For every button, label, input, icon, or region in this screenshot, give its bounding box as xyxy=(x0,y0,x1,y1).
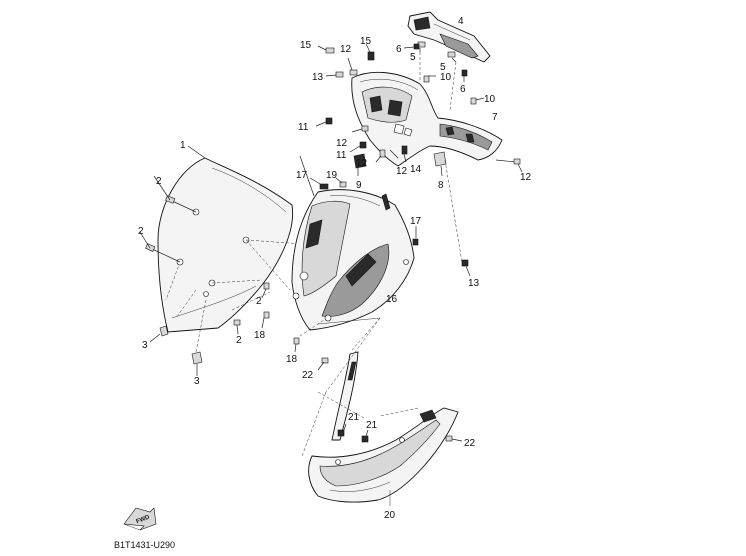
screw-18-upper[interactable] xyxy=(261,311,270,329)
side-rail-part[interactable] xyxy=(331,351,359,441)
reference-code: B1T1431-U290 xyxy=(114,540,175,550)
callout-11: 11 xyxy=(336,150,347,161)
stay-bracket-part[interactable] xyxy=(351,71,503,167)
callout-22: 22 xyxy=(302,370,314,381)
screw-21-left[interactable] xyxy=(337,423,347,437)
screw-2-top[interactable] xyxy=(165,195,197,213)
screw-2-lower-a[interactable] xyxy=(261,282,270,299)
callout-2: 2 xyxy=(138,226,144,237)
mirror-bracket-4[interactable] xyxy=(407,11,491,63)
clip-17-right[interactable] xyxy=(412,226,419,246)
callout-5: 5 xyxy=(440,62,446,73)
callout-16: 16 xyxy=(386,294,398,305)
screw-18-lower[interactable] xyxy=(293,337,300,353)
callout-15: 15 xyxy=(300,40,312,51)
callout-17: 17 xyxy=(296,170,308,181)
grommet-19[interactable] xyxy=(335,177,347,188)
callout-3: 3 xyxy=(194,376,200,387)
callout-18: 18 xyxy=(286,354,298,365)
nut-3-bottom[interactable] xyxy=(191,351,203,376)
bolt-10-upper[interactable] xyxy=(423,75,436,83)
bolt-14[interactable] xyxy=(401,145,408,163)
callout-1: 1 xyxy=(180,140,186,151)
callout-2: 2 xyxy=(256,296,262,307)
callout-13: 13 xyxy=(468,278,480,289)
fwd-label: FWD xyxy=(136,514,152,525)
screw-12-lower-center[interactable] xyxy=(389,149,399,159)
callout-15: 15 xyxy=(360,36,372,47)
collar-6-right[interactable] xyxy=(461,69,468,82)
grommet-5-right[interactable] xyxy=(447,51,457,63)
callout-8: 8 xyxy=(438,180,444,191)
screw-2-lower-b[interactable] xyxy=(233,319,241,335)
callout-21: 21 xyxy=(348,412,360,423)
callout-10: 10 xyxy=(484,94,496,105)
callout-6: 6 xyxy=(460,84,466,95)
callout-21: 21 xyxy=(366,420,378,431)
callout-12: 12 xyxy=(336,138,348,149)
callout-12: 12 xyxy=(520,172,532,183)
callout-labels: 1 2 2 2 2 3 3 4 5 5 6 6 7 8 9 10 10 11 1… xyxy=(138,16,532,521)
screw-22-upper[interactable] xyxy=(317,357,329,371)
front-panel-part[interactable] xyxy=(291,189,415,331)
screw-12-center[interactable] xyxy=(375,149,386,163)
nut-3-left[interactable] xyxy=(149,325,169,343)
callout-11: 11 xyxy=(298,122,309,133)
screw-13-right[interactable] xyxy=(461,259,471,277)
callout-19: 19 xyxy=(326,170,338,181)
lower-cover-20[interactable] xyxy=(308,407,459,503)
callout-10: 10 xyxy=(440,72,452,83)
callout-6: 6 xyxy=(396,44,402,55)
bolt-10-lower[interactable] xyxy=(470,97,485,105)
callout-2: 2 xyxy=(236,335,242,346)
callout-12: 12 xyxy=(396,166,408,177)
screw-11-upper[interactable] xyxy=(315,117,333,127)
fwd-arrow-icon: FWD xyxy=(123,507,157,531)
screw-11-lower[interactable] xyxy=(349,141,367,153)
screw-21-right[interactable] xyxy=(361,429,369,443)
screw-12-mid[interactable] xyxy=(351,125,369,133)
screw-2-mid[interactable] xyxy=(145,243,181,263)
clip-15-right[interactable] xyxy=(365,43,375,61)
screw-12-right[interactable] xyxy=(495,158,523,173)
callout-4: 4 xyxy=(458,16,464,27)
callout-3: 3 xyxy=(142,340,148,351)
callout-7: 7 xyxy=(492,112,498,123)
callout-12: 12 xyxy=(340,44,352,55)
screw-13-left[interactable] xyxy=(325,71,344,78)
callout-13: 13 xyxy=(312,72,324,83)
windshield-part[interactable] xyxy=(157,157,294,333)
clip-17-top[interactable] xyxy=(309,177,329,190)
clip-15-left[interactable] xyxy=(317,45,335,54)
collar-6-left[interactable] xyxy=(403,43,420,50)
callout-5: 5 xyxy=(410,52,416,63)
callout-14: 14 xyxy=(410,164,422,175)
callout-20: 20 xyxy=(384,510,396,521)
collar-9[interactable] xyxy=(353,153,367,176)
callout-17: 17 xyxy=(410,216,422,227)
callout-22: 22 xyxy=(464,438,476,449)
callout-9: 9 xyxy=(356,180,362,191)
callout-12: 12 xyxy=(356,158,368,169)
damper-8[interactable] xyxy=(433,151,447,177)
callout-18: 18 xyxy=(254,330,266,341)
screw-12-left[interactable] xyxy=(347,57,358,76)
callout-2: 2 xyxy=(156,176,162,187)
screw-22-lower[interactable] xyxy=(445,435,463,442)
